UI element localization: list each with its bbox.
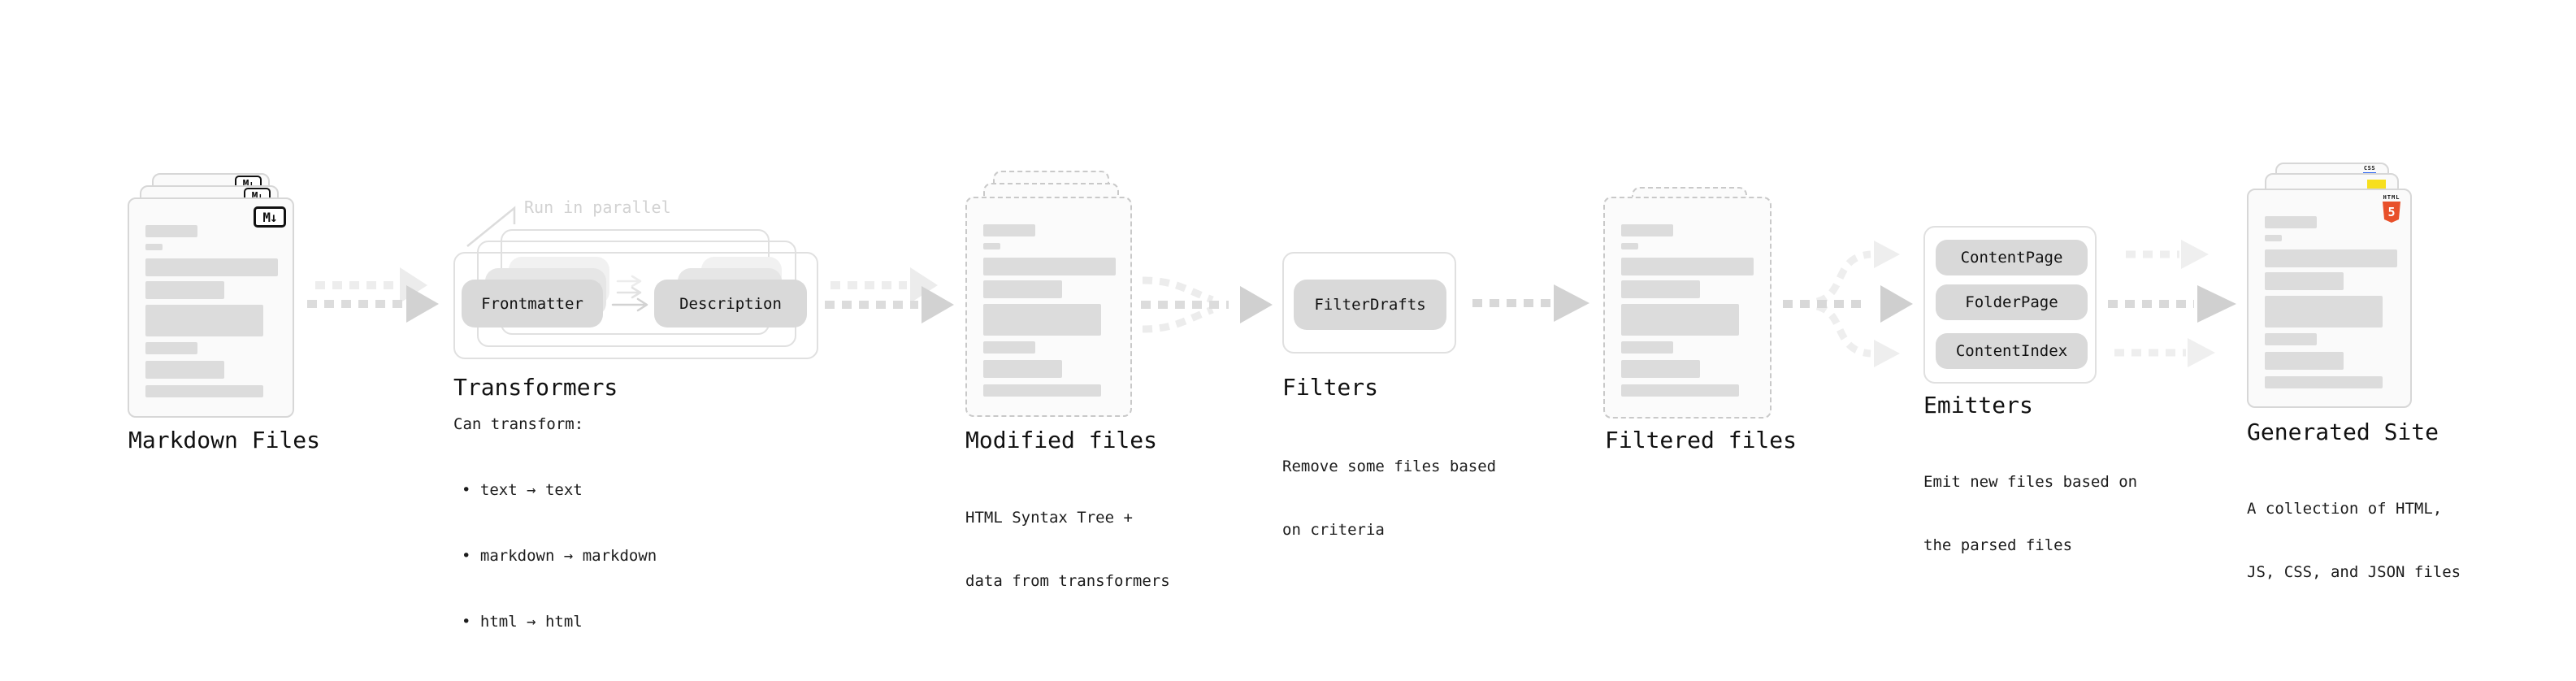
- content-line: [1621, 224, 1673, 236]
- desc-line: Remove some files based: [1282, 458, 1497, 475]
- content-line: [145, 225, 197, 237]
- transformers-bullet-list: • text → text • markdown → markdown • ht…: [453, 436, 657, 677]
- filterdrafts-pill: FilterDrafts: [1294, 280, 1446, 330]
- arrow-filters-to-filtered: [1472, 284, 1589, 322]
- content-line: [2265, 235, 2282, 241]
- frontmatter-pill: Frontmatter: [462, 280, 603, 327]
- content-line: [145, 281, 224, 299]
- stage-title-transformers: Transformers: [453, 374, 618, 401]
- desc-line: HTML Syntax Tree +: [965, 509, 1133, 527]
- filtered-file-card: [1603, 197, 1772, 419]
- emitters-box: ContentPage FolderPage ContentIndex: [1923, 226, 2097, 384]
- content-line: [983, 360, 1062, 378]
- contentpage-pill: ContentPage: [1936, 240, 2088, 275]
- stage-title-markdown-files: Markdown Files: [128, 427, 321, 453]
- arrow-filtered-to-emitters: [1783, 241, 1913, 367]
- desc-line: on criteria: [1282, 521, 1385, 539]
- content-line: [2265, 296, 2383, 327]
- content-line: [1621, 360, 1700, 378]
- content-line: [2265, 272, 2344, 290]
- transformers-desc-heading: Can transform:: [453, 415, 584, 433]
- content-line: [1621, 384, 1739, 397]
- stage-title-emitters: Emitters: [1923, 392, 2033, 419]
- content-line: [145, 258, 278, 276]
- filters-desc: Remove some files based on criteria: [1282, 414, 1496, 583]
- content-line: [1621, 341, 1673, 354]
- desc-line: the parsed files: [1923, 536, 2073, 554]
- bullet-item: • html → html: [462, 613, 583, 631]
- arrow-transformers-to-modified: [825, 267, 954, 323]
- bullet-item: • text → text: [462, 481, 583, 499]
- content-line: [983, 280, 1062, 298]
- content-line: [2265, 376, 2383, 388]
- stage-title-filters: Filters: [1282, 374, 1379, 401]
- contentindex-pill: ContentIndex: [1936, 333, 2088, 369]
- folderpage-pill: FolderPage: [1936, 284, 2088, 320]
- modified-files-desc: HTML Syntax Tree + data from transformer…: [965, 465, 1170, 634]
- run-in-parallel-note: Run in parallel: [524, 197, 671, 217]
- content-line: [1621, 258, 1754, 275]
- arrow-modified-to-filters: [1141, 276, 1273, 333]
- bullet-item: • markdown → markdown: [462, 547, 657, 565]
- content-line: [145, 305, 263, 336]
- content-line: [2265, 352, 2344, 370]
- emitters-desc: Emit new files based on the parsed files: [1923, 429, 2137, 598]
- arrow-markdown-to-transformers: [307, 267, 439, 323]
- content-line: [145, 361, 224, 379]
- description-pill: Description: [654, 280, 807, 327]
- desc-line: A collection of HTML,: [2247, 500, 2443, 518]
- content-line: [145, 244, 163, 250]
- generated-site-desc: A collection of HTML, JS, CSS, and JSON …: [2247, 456, 2461, 625]
- arrow-emitters-to-site: [2108, 240, 2236, 367]
- content-line: [145, 342, 197, 354]
- filters-box: FilterDrafts: [1282, 252, 1456, 354]
- content-line: [983, 384, 1101, 397]
- js-icon: [2367, 180, 2386, 189]
- html5-icon: HTML 5: [2381, 195, 2402, 228]
- stage-title-generated-site: Generated Site: [2247, 419, 2439, 445]
- svg-text:5: 5: [2387, 205, 2395, 219]
- transformer-parallel-arrows: [611, 275, 648, 312]
- content-line: [1621, 304, 1739, 336]
- content-line: [983, 243, 1000, 249]
- content-line: [983, 304, 1101, 336]
- content-line: [2265, 249, 2397, 267]
- markdown-document-card: M↓: [128, 197, 294, 418]
- content-line: [1621, 243, 1638, 249]
- content-line: [983, 258, 1116, 275]
- stage-title-modified-files: Modified files: [965, 427, 1158, 453]
- content-line: [145, 385, 263, 397]
- run-in-parallel-callout-line: [466, 206, 516, 247]
- content-line: [2265, 333, 2317, 345]
- modified-file-card: [965, 197, 1132, 417]
- content-line: [1621, 280, 1700, 298]
- desc-line: JS, CSS, and JSON files: [2247, 563, 2461, 581]
- site-card-html: HTML 5: [2247, 189, 2412, 408]
- desc-line: data from transformers: [965, 572, 1170, 590]
- transformer-box-front: [453, 252, 818, 359]
- content-line: [983, 224, 1035, 236]
- markdown-icon: M↓: [254, 206, 286, 228]
- content-line: [2265, 216, 2317, 228]
- desc-line: Emit new files based on: [1923, 473, 2138, 491]
- stage-title-filtered-files: Filtered files: [1605, 427, 1798, 453]
- content-line: [983, 341, 1035, 354]
